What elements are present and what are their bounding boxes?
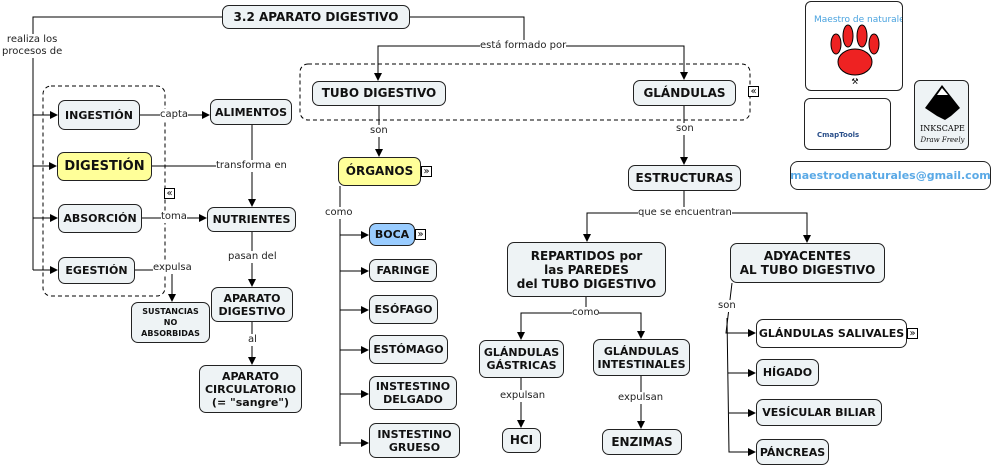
node-boca[interactable]: BOCA: [369, 223, 415, 246]
node-enzimas[interactable]: ENZIMAS: [602, 429, 682, 455]
node-adyacentes[interactable]: ADYACENTES AL TUBO DIGESTIVO: [730, 243, 885, 283]
node-glandulas[interactable]: GLÁNDULAS: [633, 80, 736, 106]
link-como: como: [572, 307, 600, 319]
node-aparato-digestivo[interactable]: APARATO DIGESTIVO: [211, 287, 293, 322]
node-vesicula[interactable]: VESÍCULAR BILIAR: [756, 399, 882, 426]
node-intestino-delgado[interactable]: INSTESTINO DELGADO: [369, 376, 457, 410]
inkscape-name: INKSCAPE: [920, 124, 965, 133]
node-organos[interactable]: ÓRGANOS: [338, 157, 421, 186]
collapse-icon[interactable]: «: [164, 188, 175, 199]
link-expulsa: expulsa: [153, 262, 192, 274]
maestro-logo: Maestro de naturales ⚒: [805, 1, 903, 91]
node-repartidos[interactable]: REPARTIDOS por las PAREDES del TUBO DIGE…: [507, 242, 666, 297]
link-expulsan: expulsan: [500, 390, 546, 402]
node-circulatorio[interactable]: APARATO CIRCULATORIO (= "sangre"): [199, 365, 302, 413]
link-transforma: transforma en: [216, 160, 287, 172]
link-realiza: realiza los procesos de: [2, 34, 63, 58]
node-ingestion[interactable]: INGESTIÓN: [58, 100, 140, 130]
paw-icon: Maestro de naturales ⚒: [814, 15, 903, 86]
node-tubo-digestivo[interactable]: TUBO DIGESTIVO: [312, 81, 446, 106]
node-digestion[interactable]: DIGESTIÓN: [57, 152, 152, 181]
expand-icon[interactable]: »: [907, 328, 918, 339]
node-higado[interactable]: HÍGADO: [756, 359, 819, 386]
node-absorcion[interactable]: ABSORCIÓN: [58, 204, 142, 233]
link-son: son: [718, 300, 736, 312]
svg-text:Maestro de naturales: Maestro de naturales: [814, 15, 903, 25]
email-link[interactable]: maestrodenaturales@gmail.com: [790, 161, 991, 190]
link-son: son: [370, 125, 388, 137]
inkscape-logo: INKSCAPE Draw Freely: [914, 80, 969, 150]
node-estructuras[interactable]: ESTRUCTURAS: [628, 165, 741, 191]
link-toma: toma: [161, 211, 187, 223]
node-glandulas-intestinales[interactable]: GLÁNDULAS INTESTINALES: [593, 339, 690, 376]
node-intestino-grueso[interactable]: INSTESTINO GRUESO: [369, 423, 460, 458]
link-son: son: [676, 123, 694, 135]
link-formado: está formado por: [480, 40, 567, 52]
link-encuentran: que se encuentran: [638, 207, 732, 219]
expand-icon[interactable]: »: [415, 229, 426, 240]
node-esofago[interactable]: ESÓFAGO: [369, 295, 438, 324]
link-como: como: [325, 207, 353, 219]
node-pancreas[interactable]: PÁNCREAS: [756, 439, 829, 465]
node-hcl[interactable]: HCI: [502, 428, 541, 453]
node-faringe[interactable]: FARINGE: [369, 259, 437, 282]
collapse-icon[interactable]: «: [748, 86, 759, 97]
svg-text:⚒: ⚒: [851, 77, 858, 86]
node-glandulas-gastricas[interactable]: GLÁNDULAS GÁSTRICAS: [479, 340, 564, 378]
node-egestion[interactable]: EGESTIÓN: [58, 257, 135, 284]
expand-icon[interactable]: »: [421, 166, 432, 177]
node-title[interactable]: 3.2 APARATO DIGESTIVO: [222, 5, 410, 29]
inkscape-tagline: Draw Freely: [920, 136, 965, 144]
link-pasan: pasan del: [228, 251, 277, 263]
link-capta: capta: [160, 109, 189, 121]
node-nutrientes[interactable]: NUTRIENTES: [207, 207, 296, 232]
link-expulsan: expulsan: [618, 392, 664, 404]
inkscape-icon: [925, 85, 960, 120]
link-al: al: [248, 334, 257, 346]
cmaptools-logo: CmapTools: [804, 98, 891, 150]
node-estomago[interactable]: ESTÓMAGO: [369, 335, 448, 364]
node-sustancias[interactable]: SUSTANCIAS NO ABSORBIDAS: [131, 302, 210, 343]
node-alimentos[interactable]: ALIMENTOS: [210, 99, 292, 125]
node-glandulas-salivales[interactable]: GLÁNDULAS SALIVALES: [756, 319, 907, 348]
